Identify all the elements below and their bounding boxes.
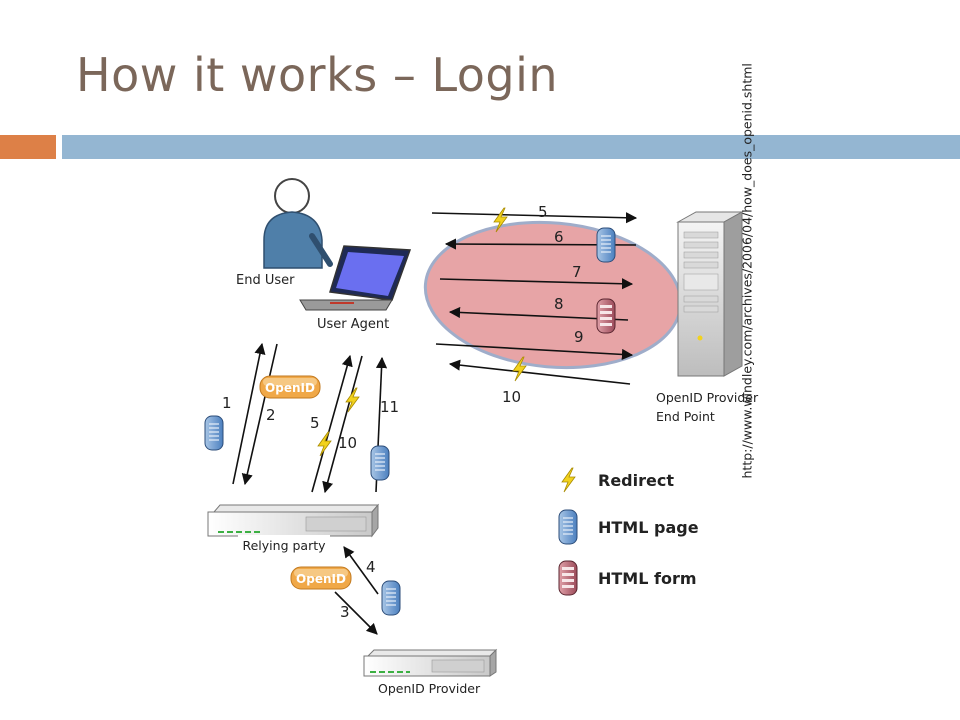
openid-provider-label: OpenID Provider — [378, 681, 481, 696]
provider-endpoint-label: End Point — [656, 409, 715, 424]
html-form-icon — [558, 560, 578, 596]
legend-label: Redirect — [598, 471, 674, 490]
arrow-step-1 — [232, 342, 266, 485]
arrow-step-5 — [431, 212, 638, 224]
html-page-icon — [558, 509, 578, 545]
html-page-icon — [596, 227, 616, 263]
end-user-icon — [263, 178, 333, 269]
step-number: 9 — [574, 328, 584, 346]
arrow-step-10-left — [322, 355, 363, 494]
arrow-step-10 — [448, 359, 631, 385]
accent-bar-orange — [0, 135, 56, 159]
step-number: 10 — [338, 434, 357, 452]
legend-label: HTML page — [598, 518, 699, 537]
lightning-icon — [317, 431, 332, 457]
user-agent-label: User Agent — [317, 317, 389, 332]
step-number: 5 — [310, 414, 320, 432]
step-number: 1 — [222, 394, 232, 412]
step-number: 3 — [340, 603, 350, 621]
html-form-icon — [596, 298, 616, 334]
legend-label: HTML form — [598, 569, 697, 588]
accent-bar-blue — [62, 135, 960, 159]
lightning-icon — [561, 467, 576, 493]
arrow-step-5-left — [311, 354, 353, 493]
provider-endpoint-server-icon — [676, 211, 744, 377]
arrow-step-3 — [334, 591, 378, 635]
step-number: 11 — [380, 398, 399, 416]
arrow-step-2 — [241, 343, 278, 486]
arrow-step-7 — [439, 278, 634, 290]
step-number: 8 — [554, 295, 564, 313]
relying-party-label: Relying party — [242, 538, 326, 553]
step-number: 6 — [554, 228, 564, 246]
step-number: 7 — [572, 263, 582, 281]
arrow-step-9 — [435, 343, 634, 361]
openid-badge-label: OpenID — [265, 381, 315, 395]
step-number: 10 — [502, 388, 521, 406]
openid-provider-server-icon — [363, 648, 498, 677]
end-user-label: End User — [236, 273, 295, 288]
step-number: 2 — [266, 406, 276, 424]
arrow-step-4 — [343, 546, 379, 595]
html-page-icon — [370, 445, 390, 481]
provider-interaction-ellipse — [423, 220, 683, 370]
html-page-icon — [381, 580, 401, 616]
step-number: 5 — [538, 203, 548, 221]
step-number: 4 — [366, 558, 376, 576]
legend: Redirect HTML page HTML form — [558, 467, 699, 596]
openid-badge-label: OpenID — [296, 572, 346, 586]
laptop-icon — [299, 245, 412, 311]
relying-party-server-icon — [207, 503, 380, 538]
relying-party-label-bg — [238, 535, 330, 555]
provider-endpoint-label: OpenID Provider — [656, 390, 759, 405]
html-page-icon — [204, 415, 224, 451]
slide-title: How it works – Login — [76, 48, 559, 102]
